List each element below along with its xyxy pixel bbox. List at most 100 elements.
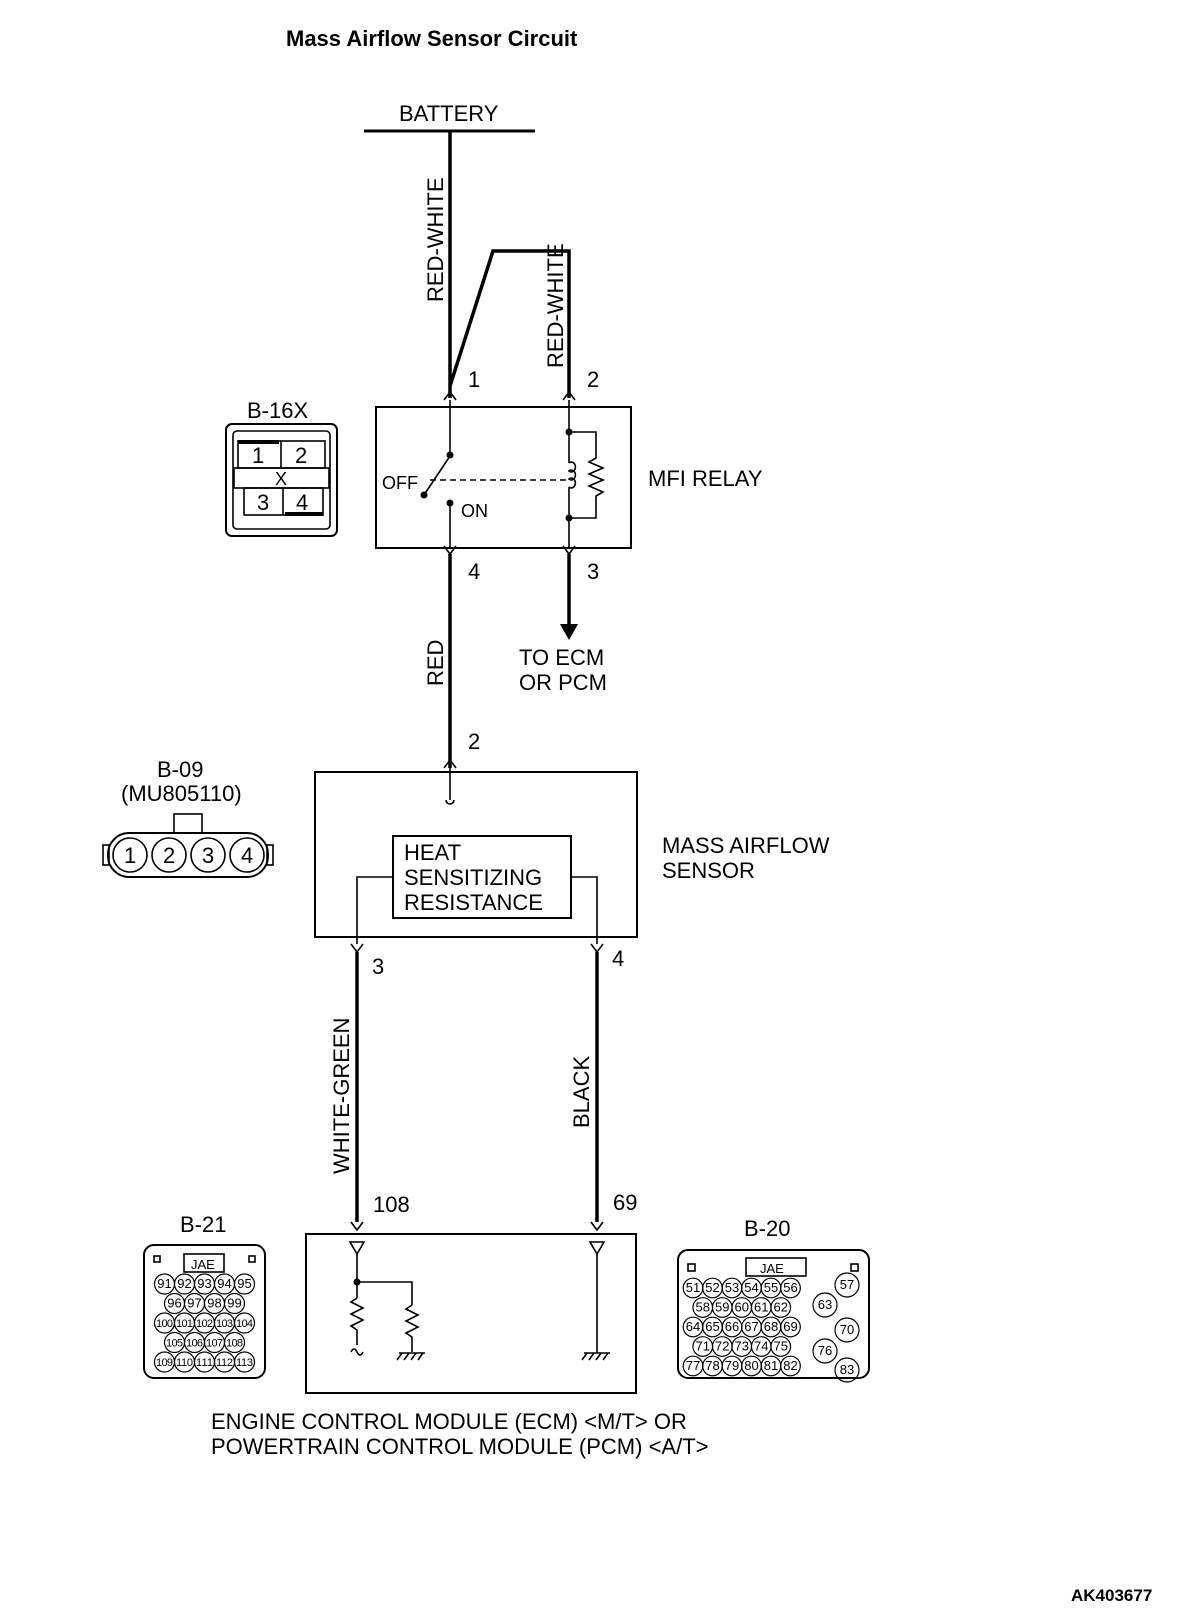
connector-pin-number: 77 <box>686 1358 700 1373</box>
b16x-inner <box>232 430 331 530</box>
relay-terminal-3: 3 <box>587 559 599 584</box>
connector-pin-number: 105 <box>166 1338 183 1350</box>
connector-pin-number: 111 <box>196 1357 213 1369</box>
b20-body <box>677 1249 870 1379</box>
relay-coil <box>567 461 577 489</box>
wire-label-white-green: WHITE-GREEN <box>329 1018 354 1174</box>
connector-pin-number: 59 <box>715 1300 729 1315</box>
ecm-ground-69-hatch <box>581 1352 609 1361</box>
connector-pin-number: 92 <box>177 1276 191 1291</box>
connector-pin-number: 102 <box>196 1318 213 1330</box>
ecm-name-line1: ENGINE CONTROL MODULE (ECM) <M/T> OR <box>211 1409 687 1434</box>
connector-pin-number: 73 <box>735 1339 749 1354</box>
b16x-label: B-16X <box>247 398 308 423</box>
figure-code: AK403677 <box>1071 1586 1152 1605</box>
connector-pin-number: 78 <box>705 1358 719 1373</box>
b16x-outer <box>225 423 338 537</box>
connector-pin-circle <box>780 1355 801 1377</box>
connector-b16x: B-16X 1 2 X 3 4 <box>225 398 338 537</box>
connector-pin-number: 72 <box>715 1339 729 1354</box>
wire-label-red-white-branch: RED-WHITE <box>543 243 568 368</box>
ecm-ground-signal <box>350 1348 364 1356</box>
relay-switch-off: OFF <box>382 473 418 493</box>
connector-pin-number: 101 <box>176 1318 193 1330</box>
ecm-t108-arrow <box>350 1221 364 1232</box>
connector-pin-number: 56 <box>783 1280 797 1295</box>
connector-pin-circle <box>223 1292 246 1315</box>
connector-pin-circle <box>834 1272 860 1298</box>
diagram-title: Mass Airflow Sensor Circuit <box>286 26 578 51</box>
relay-t2-arrow <box>562 390 576 401</box>
relay-resistor <box>569 431 606 519</box>
connector-pin-circle <box>834 1357 860 1383</box>
connector-pin-circle <box>223 1331 246 1354</box>
connector-pin-number: 57 <box>840 1277 854 1292</box>
b09-tab-right <box>266 844 274 866</box>
ecm-t69-arrow <box>590 1221 604 1232</box>
relay-contact-top <box>446 451 454 459</box>
sensor-name-line1: MASS AIRFLOW <box>662 833 830 858</box>
connector-pin-number: 107 <box>206 1338 223 1350</box>
connector-pin-number: 51 <box>686 1280 700 1295</box>
connector-pin-number: 64 <box>686 1319 700 1334</box>
b20-key-left <box>687 1263 696 1272</box>
sensor-pin2-open-end <box>445 799 455 805</box>
b09-part-number: (MU805110) <box>121 781 242 806</box>
relay-box <box>375 406 632 549</box>
connector-pin-number: 98 <box>207 1296 221 1311</box>
connector-pin-number: 83 <box>840 1362 854 1377</box>
sensor-terminal-2: 2 <box>468 729 480 754</box>
connector-pin-circle <box>233 1312 256 1334</box>
connector-pin-number: 52 <box>705 1280 719 1295</box>
b20-key-right <box>850 1263 859 1272</box>
connector-pin-number: 91 <box>157 1276 171 1291</box>
connector-pin-number: 100 <box>156 1318 173 1330</box>
connector-b09: B-09 (MU805110) 1 2 3 4 <box>102 757 274 878</box>
relay-terminal-4: 4 <box>468 559 480 584</box>
ecm-resistor-a <box>349 1297 365 1345</box>
connector-pin-number: 79 <box>725 1358 739 1373</box>
connector-pin-number: 99 <box>227 1296 241 1311</box>
relay-name: MFI RELAY <box>648 466 763 491</box>
sensor-name-line2: SENSOR <box>662 858 755 883</box>
connector-pin-number: 109 <box>156 1357 173 1369</box>
wire-label-red: RED <box>423 640 448 686</box>
to-ecm-arrow <box>560 624 578 640</box>
b20-maker-box <box>745 1257 807 1277</box>
b09-pin-3-circle <box>190 837 226 873</box>
connector-pin-number: 112 <box>216 1357 233 1369</box>
b09-pin-1: 1 <box>124 843 136 868</box>
connector-pin-number: 63 <box>818 1297 832 1312</box>
connector-pin-number: 69 <box>783 1319 797 1334</box>
battery-label: BATTERY <box>399 101 499 126</box>
b21-key-left <box>153 1255 161 1263</box>
b21-maker: JAE <box>191 1257 215 1272</box>
connector-pin-number: 108 <box>226 1338 243 1350</box>
b16x-pin-2: 2 <box>295 443 307 468</box>
b09-pin-1-circle <box>112 837 148 873</box>
connector-pin-circle <box>770 1297 792 1318</box>
ecm-ground-b-hatch <box>396 1352 424 1361</box>
relay-t1-arrow <box>443 390 457 401</box>
ecm-terminal-69: 69 <box>613 1190 637 1215</box>
sensor-t2-arrow <box>443 758 457 769</box>
element-line1: HEAT <box>404 840 461 865</box>
connector-pin-circle <box>233 1351 256 1373</box>
ecm-module <box>305 1233 637 1394</box>
b16x-pin-1: 1 <box>252 443 264 468</box>
sensor-terminal-4: 4 <box>612 946 624 971</box>
connector-pin-number: 65 <box>705 1319 719 1334</box>
sensor-element-lead-4 <box>571 876 598 944</box>
sensor-box <box>314 771 638 938</box>
b16x-pin-3: 3 <box>257 490 269 515</box>
b16x-pin-4: 4 <box>296 490 308 515</box>
b21-body <box>143 1244 266 1379</box>
ecm-terminal-108: 108 <box>373 1192 410 1217</box>
b20-label: B-20 <box>744 1216 790 1241</box>
b21-key-right <box>248 1255 256 1263</box>
b21-maker-box <box>183 1253 225 1273</box>
connector-pin-number: 104 <box>236 1318 253 1330</box>
b09-label: B-09 <box>157 757 203 782</box>
connector-pin-circle <box>812 1338 838 1364</box>
